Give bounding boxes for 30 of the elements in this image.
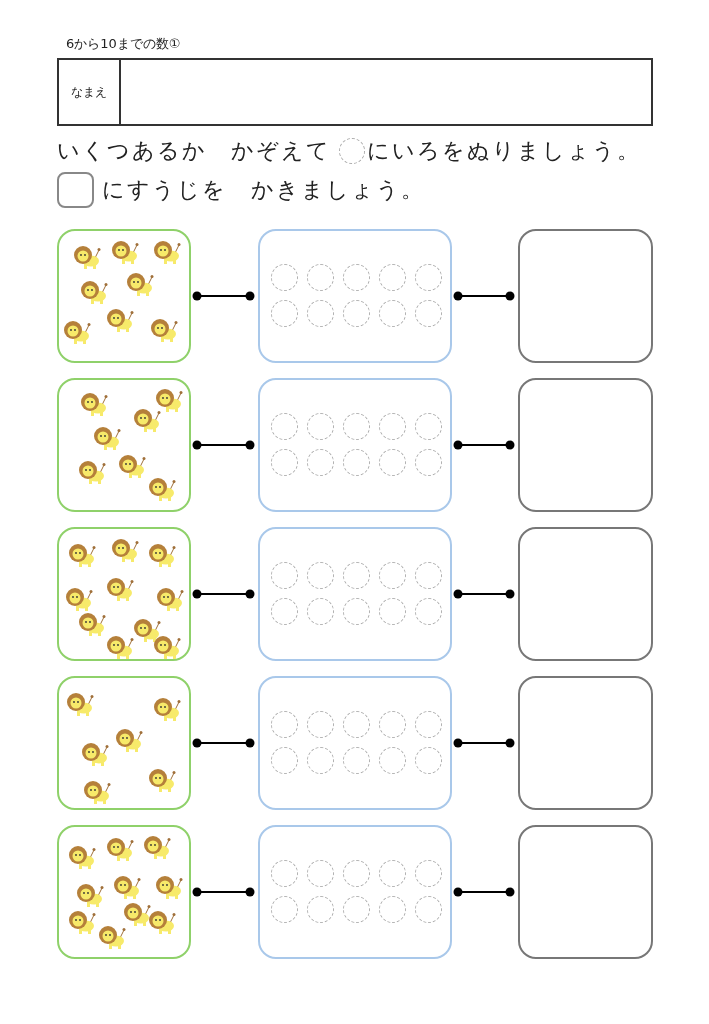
connector-line bbox=[453, 887, 515, 897]
connector-line bbox=[453, 589, 515, 599]
answer-box bbox=[518, 676, 653, 810]
answer-box bbox=[518, 527, 653, 661]
lion-picture-card bbox=[57, 229, 191, 363]
lion-picture-card bbox=[57, 527, 191, 661]
coloring-circles-card bbox=[258, 527, 452, 661]
field-label: なまえ bbox=[71, 84, 107, 101]
connector-line bbox=[453, 440, 515, 450]
connector-line bbox=[192, 440, 255, 450]
answer-box bbox=[518, 825, 653, 959]
lion-picture-card bbox=[57, 825, 191, 959]
worksheet-title: 6から10までの数① bbox=[66, 36, 181, 52]
lion-picture-card bbox=[57, 378, 191, 512]
answer-box bbox=[518, 378, 653, 512]
coloring-circles-card bbox=[258, 825, 452, 959]
connector-line bbox=[453, 291, 515, 301]
coloring-circles-card bbox=[258, 378, 452, 512]
connector-line bbox=[453, 738, 515, 748]
instruction-text: にすうじを かきましょう。 bbox=[102, 176, 425, 204]
answer-box bbox=[518, 229, 653, 363]
connector-line bbox=[192, 887, 255, 897]
connector-line bbox=[192, 738, 255, 748]
lion-picture-card bbox=[57, 676, 191, 810]
coloring-circles-card bbox=[258, 229, 452, 363]
coloring-circles-card bbox=[258, 676, 452, 810]
connector-line bbox=[192, 291, 255, 301]
connector-line bbox=[192, 589, 255, 599]
instruction-text: にいろをぬりましょう。 bbox=[367, 137, 641, 165]
instruction-text: いくつあるか かぞえて bbox=[57, 137, 331, 165]
